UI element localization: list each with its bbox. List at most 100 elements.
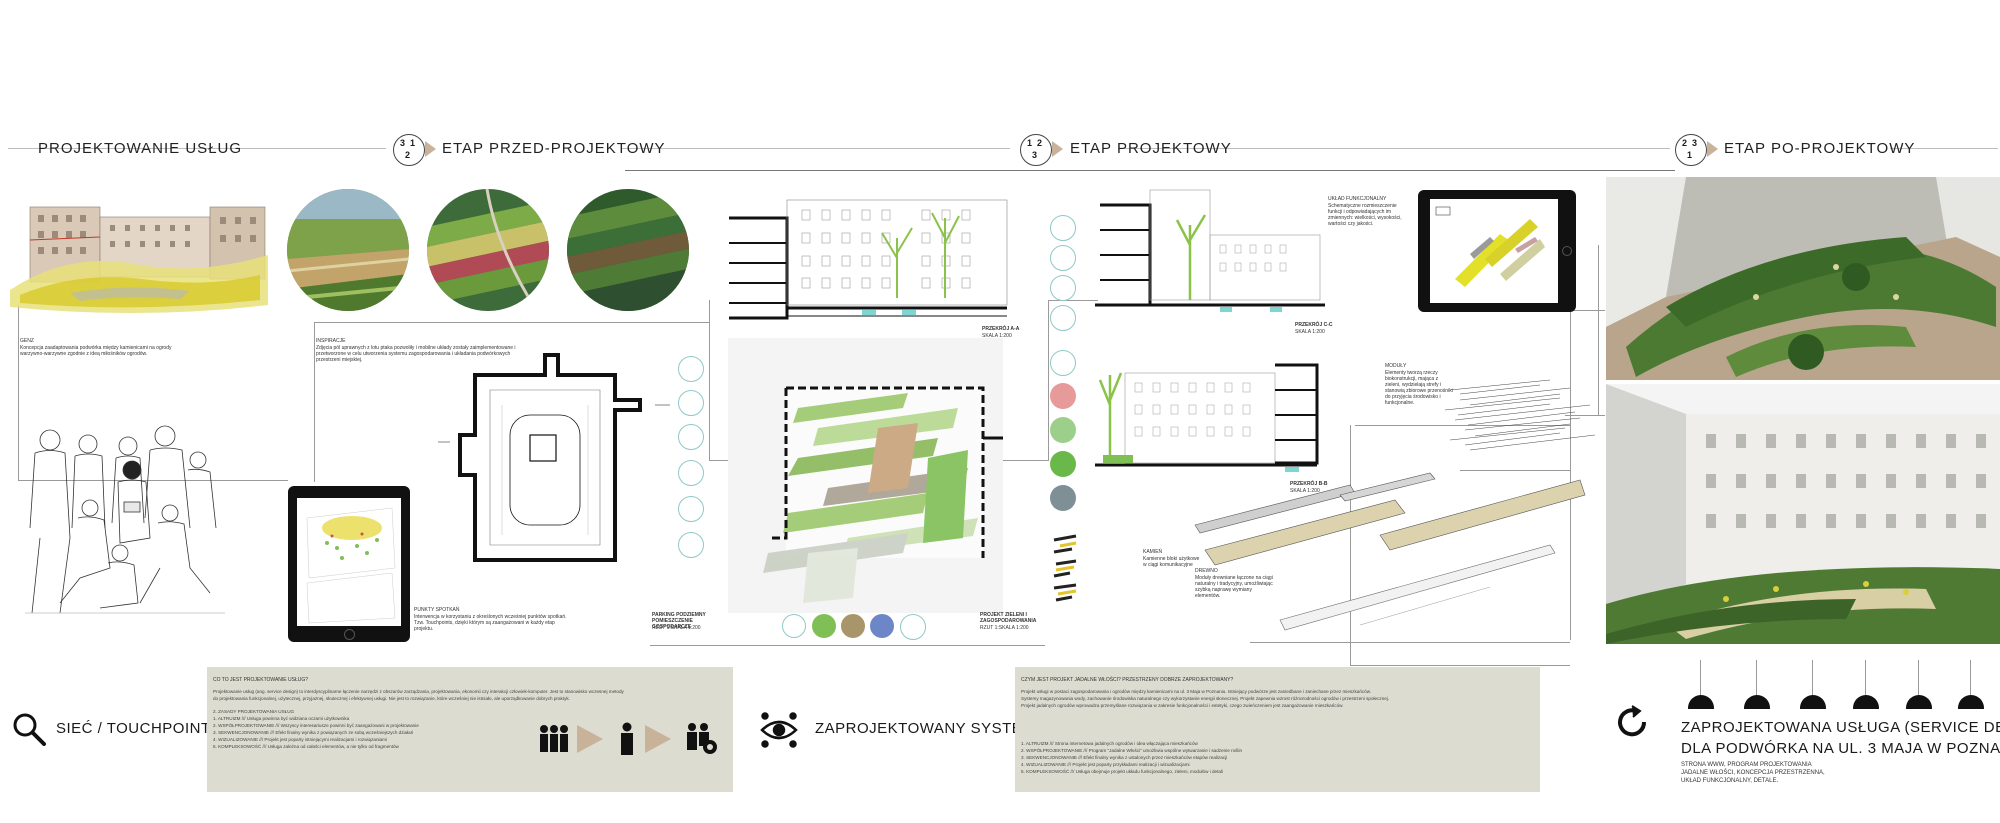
kamien-note-text: Kamienne bloki użytkowe w ciągi komunika… (1143, 556, 1200, 568)
dome-icon-4 (1853, 695, 1879, 709)
genz-note-title: GENZ (20, 338, 34, 344)
phase-icon-projektowy: 1 2 3 (1020, 134, 1063, 166)
section-b-b-scale: SKALA 1:200 (1290, 488, 1320, 494)
moduly-note-text: Elementy tworzą rzeczy biokonstrukcji, m… (1385, 370, 1453, 406)
panel2-line-2: Systemy magazynowania wody, zachowanie ś… (1021, 696, 1390, 701)
section-c-c-scale: SKALA 1:200 (1295, 329, 1325, 335)
panel1-line-4: 1. ALTRUIZM /// Usługa powinna być widzi… (213, 716, 350, 721)
parking-plan-scale: RZUT 1:SKALA 1:200 (652, 625, 701, 631)
field-photo-2 (427, 189, 549, 311)
eye-network-icon (759, 710, 799, 750)
service-icon-3 (1050, 275, 1076, 301)
field-photo-3 (567, 189, 689, 311)
swatch-green-dark (1050, 451, 1076, 477)
arrow-right-icon-2 (645, 725, 671, 753)
designed-system-label: ZAPROJEKTOWANY SYSTEM (815, 720, 1036, 737)
moduly-note-title: MODUŁY (1385, 363, 1407, 369)
section-b-b-title: PRZEKRÓJ B-B (1290, 481, 1328, 487)
dome-icon-5 (1906, 695, 1932, 709)
inspiracje-note-text: Zdjęcia pól uprawnych z lotu ptaka pozwo… (316, 345, 516, 363)
project-plan-scale: RZUT 1:SKALA 1:200 (980, 625, 1029, 631)
courtyard-render-perspective (1606, 384, 2000, 644)
arrow-right-icon (577, 725, 603, 753)
group-people-icon (537, 722, 571, 756)
section-a-a-title: PRZEKRÓJ A-A (982, 326, 1020, 332)
swatch-green-light (1050, 417, 1076, 443)
legend-icon-people (782, 614, 806, 638)
panel1-line-2: do projektowania funkcjonalnej, użyteczn… (213, 696, 570, 701)
panel1-line-3: 2. ZASADY PROJEKTOWANIA USŁUG (213, 709, 295, 714)
panel1-question: CO TO JEST PROJEKTOWANIE USŁUG? (213, 677, 309, 683)
section-title-po-projektowy: ETAP PO-PROJEKTOWY (1724, 140, 1916, 157)
dome-icon-3 (1800, 695, 1826, 709)
section-a-a-scale: SKALA 1:200 (982, 333, 1012, 339)
panel1-line-1: Projektowanie usług (ang. service design… (213, 689, 624, 694)
service-icon-2 (1050, 245, 1076, 271)
touchpoint-icon-6 (678, 532, 704, 558)
legend-swatch-tree (812, 614, 836, 638)
genz-note-text: Koncepcja zaadaptowania podwórka między … (20, 345, 172, 357)
service-icon-4 (1050, 305, 1076, 331)
greenery-project-plan (728, 338, 1003, 613)
final-subtitle-2: JADALNE WŁOŚCI, KONCEPCJA PRZESTRZENNA, (1681, 770, 1825, 776)
panel2-line-1: Projekt usługi w postaci zagospodarowani… (1021, 689, 1372, 694)
final-subtitle-3: UKŁAD FUNKCJONALNY, DETALE. (1681, 778, 1779, 784)
phase-icon-przed: 3 1 2 (393, 134, 436, 166)
touchpoint-icon-1 (678, 356, 704, 382)
kamien-note-title: KAMIEŃ (1143, 549, 1163, 555)
genz-illustration (10, 195, 270, 320)
phase-icon-po: 2 3 1 (1675, 134, 1718, 166)
drewno-note-title: DREWNO (1195, 568, 1218, 574)
uklad-note-title: UKŁAD FUNKCJONALNY (1328, 196, 1387, 202)
modules-perspective (1190, 455, 1590, 655)
search-icon (12, 712, 46, 746)
panel2-line-7: 4. WIZUALIZOWANIE /// Projekt jest popar… (1021, 762, 1190, 767)
uklad-note-text: Schematyczne rozmieszczenie funkcji i od… (1328, 203, 1402, 227)
dome-icon-2 (1744, 695, 1770, 709)
people-sketch (20, 418, 230, 618)
parking-plan-title: PARKING PODZIEMNY POMIESZCZENIE GOSPODAR… (652, 612, 706, 630)
touchpoints-label: SIEĆ / TOUCHPOINTS (56, 720, 222, 737)
legend-icon-extra (900, 614, 926, 640)
punkty-note-title: PUNKTY SPOTKAŃ (414, 607, 460, 613)
section-title-przed-projektowy: ETAP PRZED-PROJEKTOWY (442, 140, 666, 157)
swatch-grey (1050, 485, 1076, 511)
section-title-projektowanie: PROJEKTOWANIE USŁUG (38, 140, 243, 157)
panel2-line-4: 1. ALTRUIZM /// Strona internetowa jadal… (1021, 741, 1198, 746)
legend-swatch-shrub (841, 614, 865, 638)
final-title-line-1: ZAPROJEKTOWANA USŁUGA (SERVICE DESIGN) (1681, 719, 2000, 736)
project-info-panel: CZYM JEST PROJEKT JADALNE WŁOŚCI? PRZEST… (1015, 667, 1540, 792)
refresh-cycle-icon (1614, 704, 1650, 740)
panel2-line-5: 2. WSPÓŁPROJEKTOWANIE /// Program "Jadal… (1021, 748, 1243, 753)
module-stack-diagram (1050, 530, 1080, 610)
section-b-b-drawing (1095, 355, 1375, 480)
final-title-line-2: DLA PODWÓRKA NA UL. 3 MAJA W POZNANIU. (1681, 740, 2000, 757)
panel1-line-7: 4. WIZUALIZOWANIE /// Projekt jest popar… (213, 737, 387, 742)
drewno-note-text: Moduły drewniane łączone na ciągi natura… (1195, 575, 1273, 599)
service-icon-5 (1050, 350, 1076, 376)
tablet-mockup-touchpoints (288, 486, 410, 642)
project-plan-title: PROJEKT ZIELENI I ZAGOSPODAROWANIA (980, 612, 1037, 624)
tablet-mockup-functional-layout (1418, 190, 1576, 312)
final-subtitle-1: STRONA WWW, PROGRAM PROJEKTOWANIA (1681, 762, 1812, 768)
users-settings-icon (683, 720, 719, 756)
panel2-question: CZYM JEST PROJEKT JADALNE WŁOŚCI? PRZEST… (1021, 677, 1234, 683)
service-design-info-panel: CO TO JEST PROJEKTOWANIE USŁUG? Projekto… (207, 667, 733, 792)
section-c-c-drawing (1095, 185, 1325, 325)
dome-icon-6 (1958, 695, 1984, 709)
inspiracje-note-title: INSPIRACJE (316, 338, 346, 344)
person-icon (617, 722, 637, 756)
section-title-projektowy: ETAP PROJEKTOWY (1070, 140, 1232, 157)
panel2-line-8: 5. KOMPLEKSOWOŚĆ /// Usługa obejmuje pro… (1021, 769, 1223, 774)
swatch-red (1050, 383, 1076, 409)
field-photo-1 (287, 189, 409, 311)
panel1-line-8: 5. KOMPLEKSOWOŚĆ /// Usługa zależna od c… (213, 744, 399, 749)
touchpoint-icon-2 (678, 390, 704, 416)
touchpoint-icon-4 (678, 460, 704, 486)
dome-icon-1 (1688, 695, 1714, 709)
legend-swatch-water (870, 614, 894, 638)
panel1-line-5: 2. WSPÓŁPROJEKTOWANIE /// Wszyscy intere… (213, 723, 419, 728)
section-c-c-title: PRZEKRÓJ C-C (1295, 322, 1333, 328)
panel2-line-3: Projekt jadalnych ogrodów wprowadza prze… (1021, 703, 1344, 708)
parking-floor-plan (430, 345, 675, 570)
